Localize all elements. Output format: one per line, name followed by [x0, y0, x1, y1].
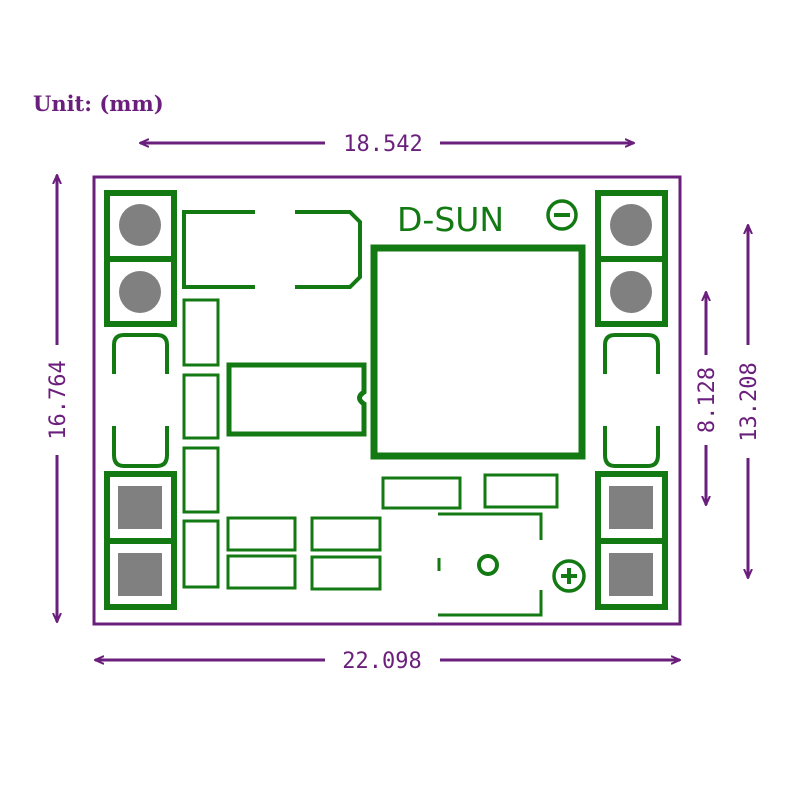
dimension-right-outer-height: 13.208	[737, 225, 762, 578]
dimension-left-height: 16.764	[46, 175, 71, 622]
potentiometer-footprint	[437, 512, 543, 617]
board-outline	[92, 175, 682, 626]
minus-icon	[546, 199, 578, 231]
dimension-bottom-width: 22.098	[95, 649, 680, 674]
ic-footprint	[226, 362, 367, 437]
svg-text:18.542: 18.542	[343, 132, 422, 157]
terminal-top-left	[104, 190, 177, 327]
svg-text:8.128: 8.128	[695, 367, 720, 433]
dimension-right-inner-height: 8.128	[695, 292, 720, 505]
oval-footprint-left	[112, 333, 169, 468]
dimension-top-width: 18.542	[140, 132, 634, 157]
inductor-footprint	[370, 244, 586, 460]
plus-icon	[552, 559, 586, 593]
terminal-bottom-right	[595, 471, 668, 610]
capacitor-footprint	[182, 210, 362, 289]
svg-text:16.764: 16.764	[46, 360, 71, 439]
brand-label: D-SUN	[397, 200, 504, 239]
smd-pads	[226, 473, 559, 591]
oval-footprint-right	[603, 333, 660, 468]
terminal-bottom-left	[104, 471, 177, 610]
unit-label: Unit: (mm)	[33, 91, 164, 116]
svg-text:13.208: 13.208	[737, 362, 762, 441]
svg-text:22.098: 22.098	[342, 649, 421, 674]
resistor-column	[182, 298, 220, 589]
terminal-top-right	[595, 190, 668, 327]
